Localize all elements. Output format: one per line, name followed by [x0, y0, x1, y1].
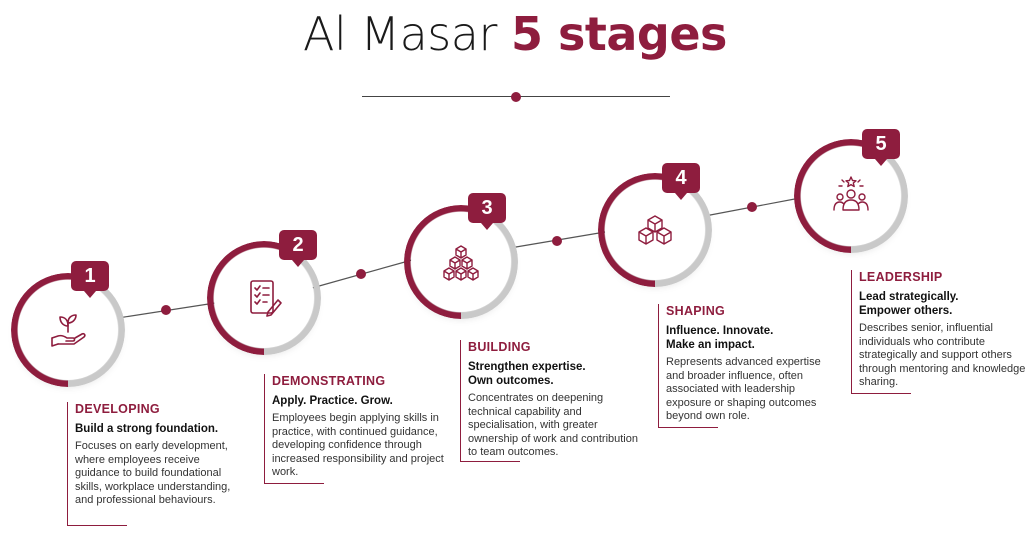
connector-dot-1	[161, 305, 171, 315]
stage-5-tagline: Lead strategically. Empower others.	[859, 291, 959, 317]
stage-3-number-badge: 3	[468, 193, 506, 230]
block-pyramid-icon	[443, 245, 479, 281]
connector-dot-3	[552, 236, 562, 246]
stage-1-number-badge: 1	[71, 261, 109, 298]
stage-1-circle	[11, 273, 125, 387]
stage-3-circle	[404, 205, 518, 319]
stage-1-tagline: Build a strong foundation.	[75, 423, 219, 435]
connector-dot-2	[356, 269, 366, 279]
stage-1-text: DEVELOPING Build a strong foundation. Fo…	[67, 402, 235, 526]
connector-dot-4	[747, 202, 757, 212]
stage-4-number-badge: 4	[662, 163, 700, 200]
page-title: Al Masar 5 stages	[0, 6, 1030, 62]
stage-2-text: DEMONSTRATING Apply. Practice. Grow. Emp…	[264, 374, 452, 484]
stage-2-tagline: Apply. Practice. Grow.	[272, 395, 393, 407]
team-star-icon	[833, 176, 869, 211]
stage-2-circle	[207, 241, 321, 355]
stage-3-tagline: Strengthen expertise. Own outcomes.	[468, 361, 586, 387]
stage-2-number-badge: 2	[279, 230, 317, 267]
stage-3-description: Concentrates on deepening technical capa…	[468, 392, 638, 458]
stage-4-tagline: Influence. Innovate. Make an impact.	[666, 325, 774, 351]
stage-5-text: LEADERSHIP Lead strategically. Empower o…	[851, 270, 1030, 394]
stage-5-name: LEADERSHIP	[859, 270, 943, 284]
stage-5-description: Describes senior, influential individual…	[859, 322, 1026, 388]
stage-5-number-badge: 5	[862, 129, 900, 166]
stage-4-circle	[598, 173, 712, 287]
stage-4-name: SHAPING	[666, 304, 726, 318]
stage-2-description: Employees begin applying skills in pract…	[272, 412, 444, 478]
stage-3-ring	[404, 205, 518, 319]
stage-4-text: SHAPING Influence. Innovate. Make an imp…	[658, 304, 836, 428]
title-divider-dot	[511, 92, 521, 102]
title-accent: 5 stages	[511, 7, 727, 61]
stage-1-name: DEVELOPING	[75, 402, 160, 416]
stage-1-description: Focuses on early development, where empl…	[75, 440, 231, 506]
cubes-icon	[638, 215, 672, 245]
stage-3-name: BUILDING	[468, 340, 531, 354]
checklist-icon	[250, 280, 282, 317]
stage-2-name: DEMONSTRATING	[272, 374, 386, 388]
stage-4-description: Represents advanced expertise and broade…	[666, 356, 821, 422]
hand-plant-icon	[51, 314, 86, 347]
stage-3-text: BUILDING Strengthen expertise. Own outco…	[460, 340, 648, 462]
title-plain: Al Masar	[303, 7, 497, 61]
